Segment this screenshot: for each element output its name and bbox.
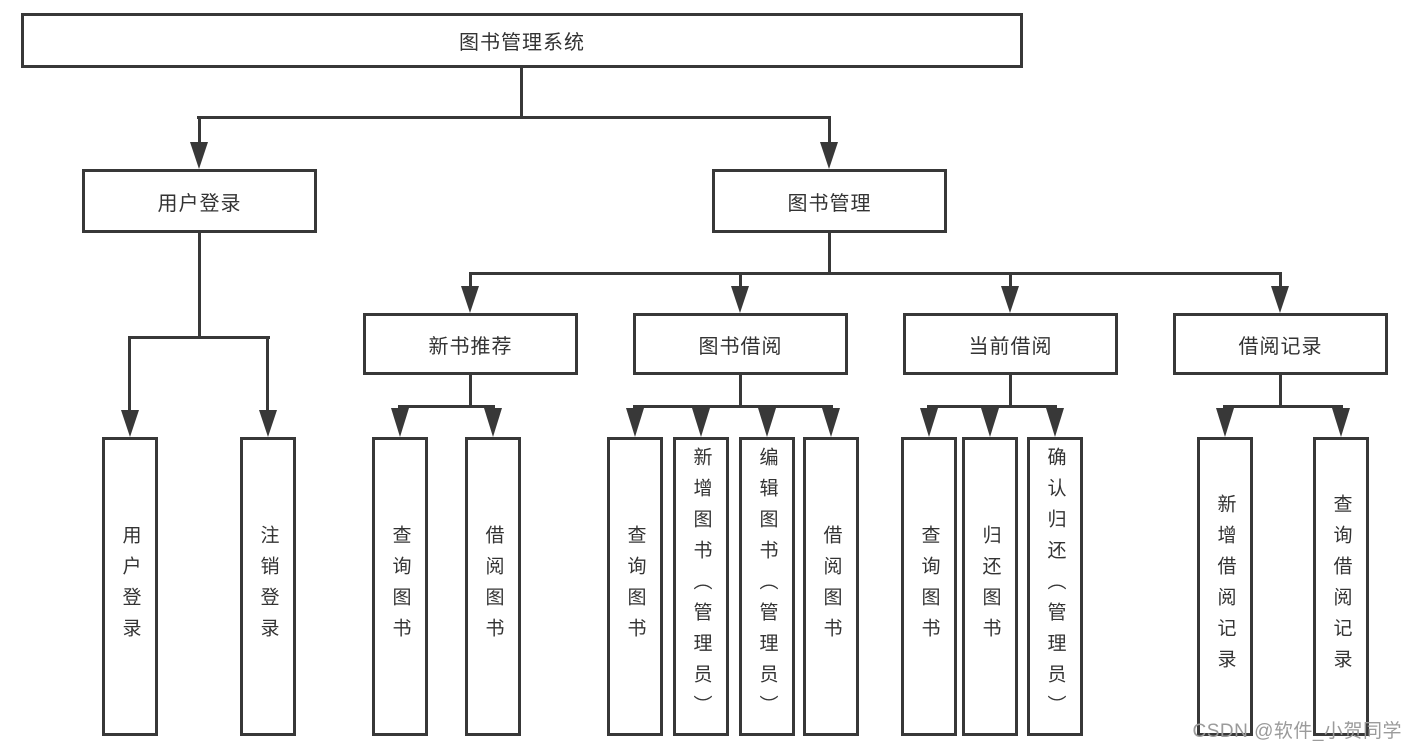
connector-line [469, 275, 472, 286]
leaf-label: 注销登录 [257, 524, 279, 649]
connector-line [266, 339, 269, 410]
arrow-down-icon [692, 408, 710, 437]
arrow-down-icon [626, 408, 644, 437]
node-book-borrow: 图书借阅 [633, 313, 848, 375]
leaf-return-books: 归还图书 [962, 437, 1018, 736]
arrow-down-icon [822, 408, 840, 437]
leaf-label: 查询图书 [389, 524, 411, 649]
leaf-query-borrow-record: 查询借阅记录 [1313, 437, 1369, 736]
node-user-login-label: 用户登录 [157, 192, 242, 215]
connector-line [469, 272, 1282, 275]
arrow-down-icon [484, 408, 502, 437]
connector-line [520, 68, 523, 118]
leaf-label: 编辑图书（管理员） [756, 447, 778, 726]
arrow-down-icon [391, 408, 409, 437]
connector-line [1009, 275, 1012, 286]
connector-line [198, 233, 201, 339]
connector-line [927, 405, 1057, 408]
leaf-label: 归还图书 [979, 524, 1001, 649]
connector-line [828, 233, 831, 275]
arrow-down-icon [461, 286, 479, 313]
node-book-borrow-label: 图书借阅 [698, 335, 783, 358]
leaf-query-books-2: 查询图书 [607, 437, 663, 736]
arrow-down-icon [190, 142, 208, 169]
connector-line [828, 119, 831, 142]
connector-line [398, 405, 495, 408]
connector-line [739, 275, 742, 286]
node-current-borrow: 当前借阅 [903, 313, 1118, 375]
connector-line [198, 119, 201, 142]
connector-line [1279, 275, 1282, 286]
node-borrow-records-label: 借阅记录 [1238, 335, 1323, 358]
connector-line [1223, 405, 1343, 408]
node-root: 图书管理系统 [21, 13, 1023, 68]
leaf-add-borrow-record: 新增借阅记录 [1197, 437, 1253, 736]
leaf-borrow-books-1: 借阅图书 [465, 437, 521, 736]
leaf-label: 查询图书 [624, 524, 646, 649]
node-current-borrow-label: 当前借阅 [968, 335, 1053, 358]
connector-line [739, 375, 742, 408]
node-book-management: 图书管理 [712, 169, 947, 233]
node-borrow-records: 借阅记录 [1173, 313, 1388, 375]
leaf-label: 新增借阅记录 [1214, 493, 1236, 680]
arrow-down-icon [1332, 408, 1350, 437]
arrow-down-icon [1271, 286, 1289, 313]
watermark-text: CSDN @软件_小贺同学 [1192, 721, 1402, 742]
node-book-management-label: 图书管理 [787, 192, 872, 215]
leaf-label: 用户登录 [119, 524, 141, 649]
connector-line [197, 116, 831, 119]
leaf-label: 新增图书（管理员） [690, 447, 712, 726]
leaf-edit-books-admin: 编辑图书（管理员） [739, 437, 795, 736]
node-new-book-recommend: 新书推荐 [363, 313, 578, 375]
connector-line [1279, 375, 1282, 408]
connector-line [128, 339, 131, 410]
leaf-user-login: 用户登录 [102, 437, 158, 736]
arrow-down-icon [758, 408, 776, 437]
leaf-add-books-admin: 新增图书（管理员） [673, 437, 729, 736]
leaf-query-books-3: 查询图书 [901, 437, 957, 736]
connector-line [469, 375, 472, 408]
arrow-down-icon [920, 408, 938, 437]
leaf-label: 借阅图书 [820, 524, 842, 649]
arrow-down-icon [1216, 408, 1234, 437]
leaf-label: 查询图书 [918, 524, 940, 649]
arrow-down-icon [1001, 286, 1019, 313]
leaf-label: 查询借阅记录 [1330, 493, 1352, 680]
connector-line [633, 405, 833, 408]
node-new-book-recommend-label: 新书推荐 [428, 335, 513, 358]
arrow-down-icon [981, 408, 999, 437]
leaf-label: 借阅图书 [482, 524, 504, 649]
leaf-borrow-books-2: 借阅图书 [803, 437, 859, 736]
leaf-logout: 注销登录 [240, 437, 296, 736]
leaf-query-books-1: 查询图书 [372, 437, 428, 736]
arrow-down-icon [820, 142, 838, 169]
arrow-down-icon [731, 286, 749, 313]
arrow-down-icon [121, 410, 139, 437]
arrow-down-icon [1046, 408, 1064, 437]
arrow-down-icon [259, 410, 277, 437]
connector-line [128, 336, 270, 339]
leaf-confirm-return-admin: 确认归还（管理员） [1027, 437, 1083, 736]
leaf-label: 确认归还（管理员） [1044, 447, 1066, 726]
connector-line [1009, 375, 1012, 408]
node-user-login: 用户登录 [82, 169, 317, 233]
node-root-label: 图书管理系统 [459, 32, 585, 54]
